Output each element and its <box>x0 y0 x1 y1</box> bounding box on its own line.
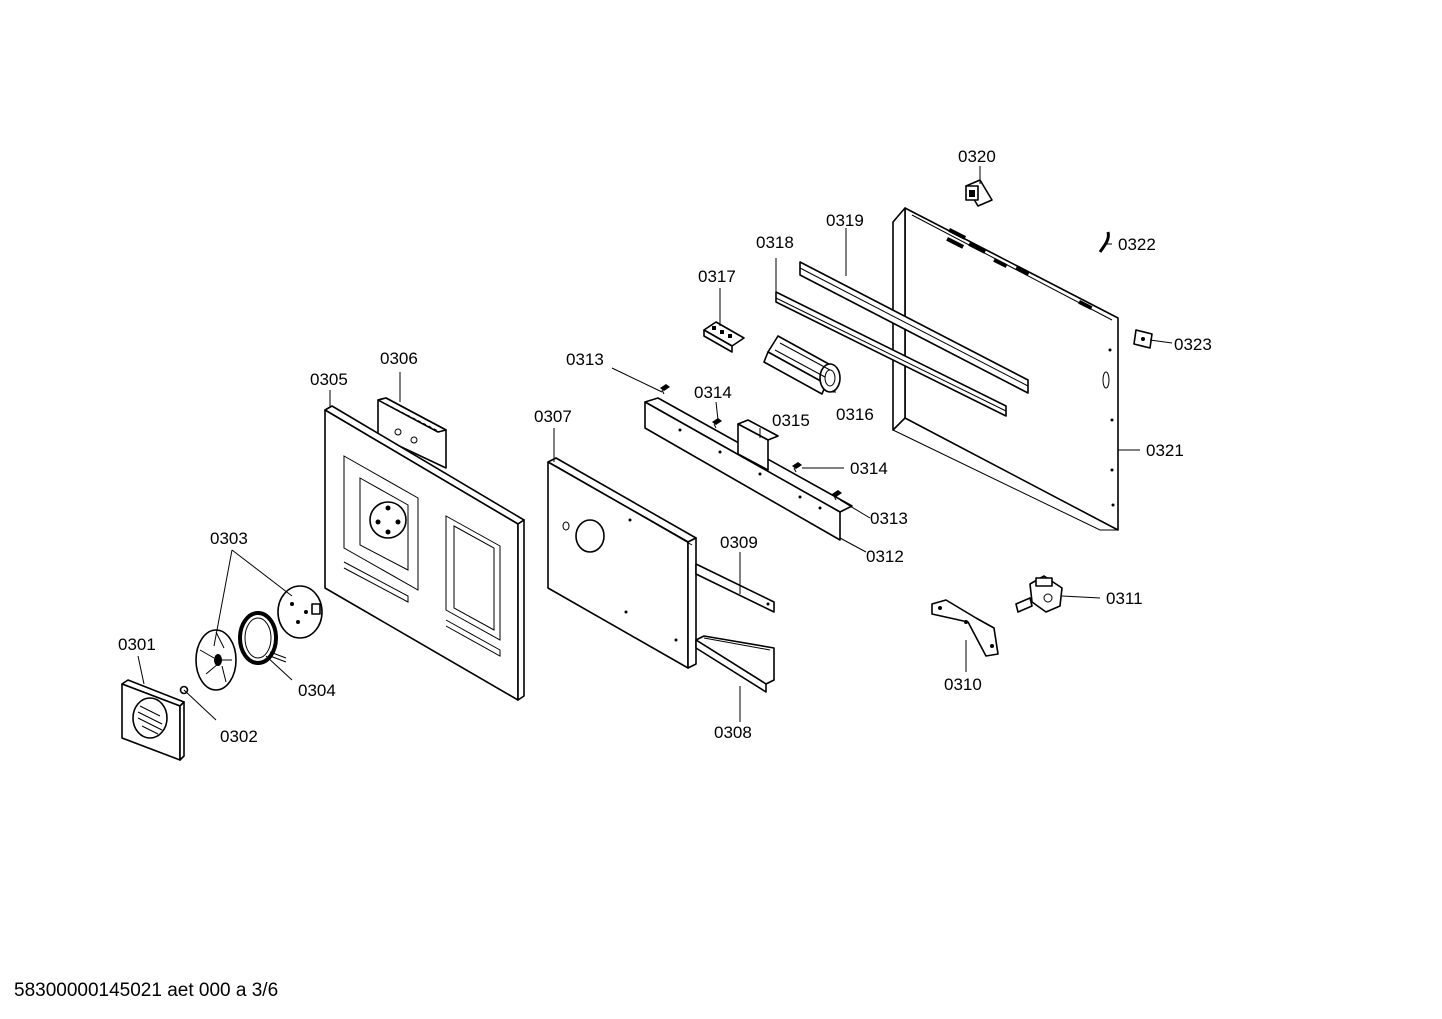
part-0308-channel[interactable] <box>695 635 775 693</box>
part-labels: 0301 0302 0303 0304 0305 0306 0307 0308 … <box>118 147 1212 746</box>
label-0316: 0316 <box>836 405 874 424</box>
label-0322: 0322 <box>1118 235 1156 254</box>
part-0316-motor[interactable] <box>763 335 841 395</box>
part-0306-plate[interactable] <box>377 397 447 469</box>
part-0313-screw-a[interactable] <box>660 384 670 395</box>
label-0319: 0319 <box>826 211 864 230</box>
part-0307-inner-panel[interactable] <box>547 457 697 669</box>
label-0314-a: 0314 <box>694 383 732 402</box>
part-0323-plate[interactable] <box>1133 329 1153 349</box>
part-0311-hinge[interactable] <box>1015 575 1063 613</box>
part-0301-cover[interactable] <box>121 679 185 761</box>
label-0312: 0312 <box>866 547 904 566</box>
part-0304-heating-ring[interactable] <box>238 611 287 665</box>
label-0306: 0306 <box>380 349 418 368</box>
label-0313-b: 0313 <box>870 509 908 528</box>
part-0313-screw-b[interactable] <box>832 490 842 501</box>
part-0305-front-panel[interactable] <box>324 405 525 701</box>
label-0302: 0302 <box>220 727 258 746</box>
label-0305: 0305 <box>310 370 348 389</box>
part-0320-switch[interactable] <box>965 179 993 207</box>
label-0310: 0310 <box>944 675 982 694</box>
part-0303-fan-wheel[interactable] <box>195 629 237 691</box>
label-0314-b: 0314 <box>850 459 888 478</box>
part-0317-terminal-block[interactable] <box>703 321 745 353</box>
label-0311: 0311 <box>1106 589 1143 608</box>
label-0315: 0315 <box>772 411 810 430</box>
label-0321: 0321 <box>1146 441 1184 460</box>
part-0314-screw-a[interactable] <box>712 418 722 429</box>
label-0307: 0307 <box>534 407 572 426</box>
label-0308: 0308 <box>714 723 752 742</box>
label-0309: 0309 <box>720 533 758 552</box>
part-0322-clip[interactable] <box>1098 231 1110 253</box>
label-0317: 0317 <box>698 267 736 286</box>
label-0301: 0301 <box>118 635 156 654</box>
label-0320: 0320 <box>958 147 996 166</box>
part-0315-pad[interactable] <box>737 419 779 471</box>
document-footer: 58300000145021 aet 000 a 3/6 <box>14 980 279 1001</box>
part-0310-bracket[interactable] <box>931 599 999 657</box>
part-0303-bracket[interactable] <box>277 585 323 639</box>
label-0318: 0318 <box>756 233 794 252</box>
part-0319-upper-rail[interactable] <box>799 261 1029 394</box>
label-0304: 0304 <box>298 681 336 700</box>
label-0323: 0323 <box>1174 335 1212 354</box>
label-0313-a: 0313 <box>566 350 604 369</box>
part-0318-lower-rail[interactable] <box>775 291 1007 417</box>
part-0312-cross-bar[interactable] <box>644 397 853 541</box>
part-0309-rail[interactable] <box>695 563 775 613</box>
label-0303: 0303 <box>210 529 248 548</box>
part-0314-screw-b[interactable] <box>792 462 802 473</box>
leader-lines <box>137 166 1173 722</box>
